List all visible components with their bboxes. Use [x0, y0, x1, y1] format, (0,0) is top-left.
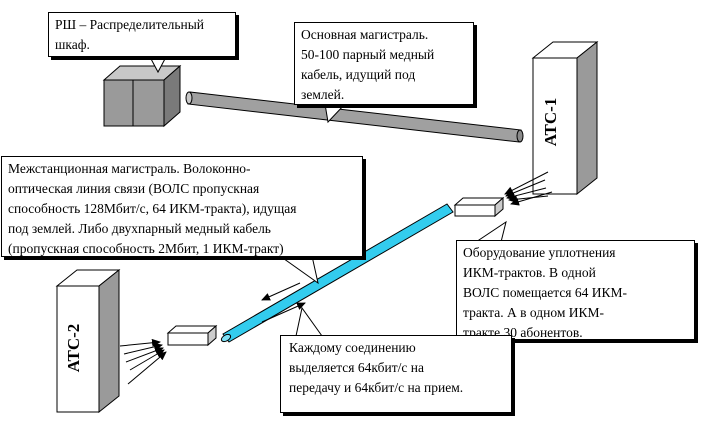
- channel-callout: Каждому соединению выделяется 64кбит/с н…: [280, 335, 512, 413]
- bidirectional-arrows: [261, 282, 306, 323]
- main-trunk-cable: [185, 91, 524, 143]
- multiplex-box-atc2: [166, 324, 218, 347]
- cabinet-callout: РШ – Распределительный шкаф.: [48, 12, 236, 57]
- distribution-cabinet: [102, 64, 182, 128]
- atc2-label: АТС-2: [64, 324, 83, 373]
- fiber-optic-line: [220, 203, 454, 343]
- atc1-connection-arrows: [504, 171, 553, 206]
- callout-pointers: [149, 56, 507, 337]
- atc2-station: АТС-2: [55, 268, 121, 414]
- multiplex-box-atc1: [453, 196, 505, 218]
- atc1-label: АТС-1: [541, 98, 560, 147]
- trunk-callout: Основная магистраль. 50-100 парный медны…: [294, 22, 474, 105]
- atc1-station: АТС-1: [531, 40, 599, 196]
- multiplex-callout: Оборудование уплотнения ИКМ-трактов. В о…: [456, 240, 695, 340]
- interstation-callout: Межстанционная магистраль. Волоконно- оп…: [1, 156, 363, 257]
- atc2-connection-arrows: [119, 338, 167, 385]
